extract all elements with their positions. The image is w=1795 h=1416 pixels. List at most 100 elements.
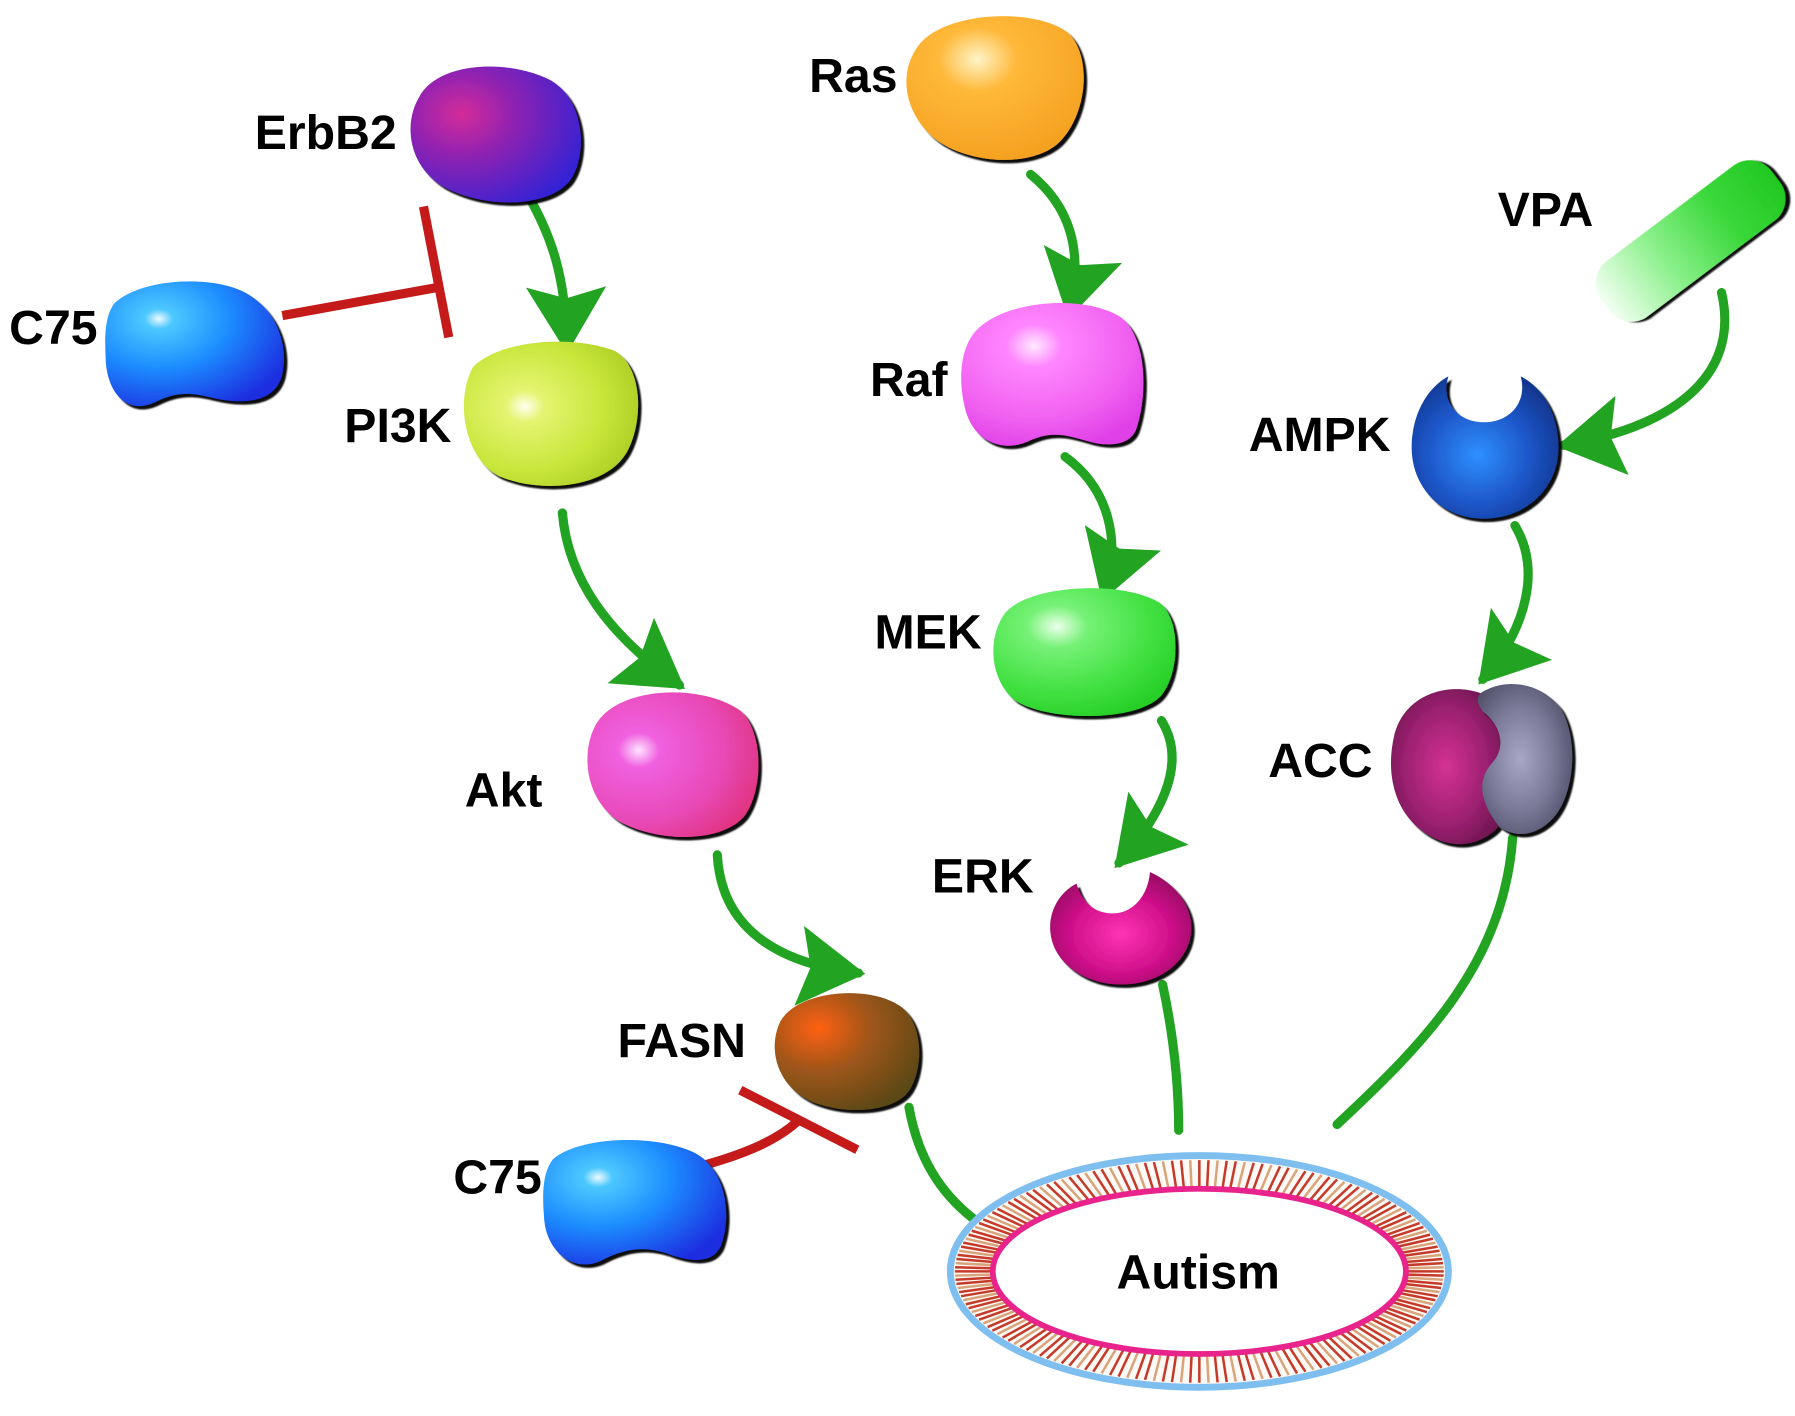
- autism-membrane-hatch-line: [955, 1265, 991, 1270]
- autism-membrane-hatch-line: [1281, 1168, 1299, 1195]
- autism-membrane-hatch-line: [1117, 1165, 1132, 1192]
- c75-top-label: C75: [9, 301, 97, 355]
- autism-inner-membrane: [989, 1185, 1409, 1357]
- autism-membrane-hatch-line: [1152, 1354, 1162, 1382]
- ras-label: Ras: [809, 49, 897, 103]
- autism-membrane-hatch-line: [1229, 1161, 1238, 1188]
- autism-membrane-hatch-line: [1322, 1180, 1346, 1204]
- arrow-ras-to-raf: [1026, 169, 1123, 319]
- autism-membrane-hatch-line: [1252, 1163, 1264, 1190]
- arrow-vpa-to-ampk: [1556, 288, 1730, 476]
- autism-membrane-hatch-line: [1188, 1356, 1193, 1383]
- autism-membrane-hatch-line: [1221, 1160, 1228, 1188]
- autism-membrane-hatch-line: [1387, 1307, 1421, 1321]
- autism-membrane-hatch-line: [1007, 1200, 1037, 1220]
- pi3k-protein-shape: [463, 341, 639, 486]
- arrow-akt-to-fasn: [712, 850, 866, 1006]
- autism-membrane-hatch-line: [1259, 1164, 1273, 1191]
- arrow-raf-to-mek: [1060, 452, 1162, 601]
- erk-label: ERK: [932, 850, 1034, 904]
- autism-membrane-hatch-line: [1267, 1165, 1282, 1192]
- autism-membrane-hatch-line: [1288, 1170, 1307, 1196]
- autism-membrane-hatch-line: [1402, 1289, 1438, 1298]
- autism-membrane-hatch-line: [1039, 1186, 1064, 1209]
- autism-membrane-hatch-line: [1334, 1186, 1360, 1209]
- autism-membrane-hatch-line: [978, 1221, 1012, 1236]
- autism-membrane-hatch-line: [1351, 1328, 1380, 1349]
- vpa-node: VPA: [1498, 160, 1786, 322]
- autism-membrane-hatch-line: [1316, 1178, 1338, 1203]
- vpa-label: VPA: [1498, 183, 1594, 237]
- autism-membrane-hatch-line: [991, 1315, 1024, 1332]
- fasn-protein-shape: [774, 993, 920, 1110]
- erk-protein-shape: [1050, 872, 1192, 985]
- ampk-protein-shape: [1411, 376, 1559, 519]
- inhibitor-c75-to-fasn: [704, 1086, 860, 1170]
- autism-membrane-hatch-line: [1002, 1204, 1032, 1223]
- erbb2-node: ErbB2: [255, 66, 581, 203]
- ampk-node: AMPK: [1249, 376, 1559, 519]
- erbb2-label: ErbB2: [255, 106, 397, 160]
- autism-membrane-hatch-line: [1393, 1229, 1428, 1242]
- link-acc-to-autism: [1332, 833, 1518, 1130]
- erbb2-protein-shape: [410, 66, 581, 203]
- autism-membrane-hatch-line: [968, 1298, 1003, 1310]
- autism-membrane-hatch-line: [1143, 1353, 1155, 1381]
- autism-membrane-hatch-line: [960, 1245, 996, 1254]
- autism-membrane-hatch-line: [1100, 1348, 1117, 1375]
- autism-membrane-hatch-line: [956, 1257, 992, 1264]
- autism-node: Autism: [946, 1152, 1452, 1391]
- autism-membrane-hatch-line: [1408, 1273, 1444, 1277]
- autism-membrane-hatch-line: [1316, 1340, 1338, 1365]
- autism-membrane-hatch-line: [1236, 1354, 1247, 1382]
- autism-membrane-hatch-line: [965, 1237, 1001, 1248]
- autism-membrane-hatch-line: [957, 1253, 993, 1261]
- autism-membrane-hatch-line: [1126, 1164, 1139, 1191]
- autism-membrane-hatch-line: [1340, 1332, 1367, 1354]
- autism-membrane-hatch-line: [1408, 1265, 1444, 1270]
- autism-membrane-hatch-line: [1126, 1352, 1139, 1379]
- autism-membrane-hatch-line: [1213, 1160, 1219, 1187]
- fasn-label: FASN: [617, 1014, 746, 1068]
- autism-membrane-hatch-line: [1402, 1245, 1438, 1254]
- autism-membrane-hatch-line: [955, 1273, 991, 1277]
- autism-membrane-hatch-line: [1400, 1292, 1436, 1302]
- c75-bottom-node: C75: [453, 1140, 727, 1265]
- autism-membrane-hatch-line: [1328, 1336, 1353, 1360]
- autism-membrane-hatch-line: [1405, 1253, 1442, 1261]
- autism-membrane-hatch-line: [955, 1261, 992, 1267]
- autism-membrane-hatch-line: [955, 1276, 992, 1281]
- autism-membrane-hatch-line: [1084, 1172, 1103, 1198]
- autism-membrane-hatch-line: [1375, 1315, 1407, 1332]
- autism-membrane-hatch-line: [1398, 1237, 1434, 1248]
- c75-top-protein-shape: [105, 281, 285, 407]
- autism-membrane-hatch-line: [1179, 1355, 1185, 1383]
- autism-membrane-hatch-line: [958, 1249, 995, 1257]
- autism-membrane-hatch-line: [1046, 1336, 1070, 1360]
- arrow-mek-to-erk: [1114, 716, 1189, 869]
- autism-membrane-hatch-line: [1108, 1167, 1125, 1193]
- autism-membrane-hatch-line: [1379, 1312, 1412, 1329]
- erk-node: ERK: [932, 850, 1192, 985]
- autism-membrane-hatch-line: [1205, 1356, 1210, 1383]
- autism-membrane-hatch-line: [1060, 1340, 1083, 1365]
- autism-membrane-hatch-line: [1161, 1161, 1170, 1188]
- inhibitor-line: [281, 282, 442, 321]
- c75-bottom-protein-shape: [543, 1140, 727, 1265]
- autism-membrane-hatch-line: [1259, 1352, 1273, 1379]
- autism-membrane-hatch-line: [1213, 1355, 1219, 1383]
- autism-membrane-hatch-line: [1143, 1162, 1155, 1190]
- autism-membrane-hatch-line: [1007, 1323, 1037, 1342]
- autism-membrane-hatch-line: [1362, 1323, 1392, 1342]
- autism-membrane-hatch-line: [1274, 1349, 1290, 1376]
- c75-bottom-label: C75: [453, 1150, 541, 1204]
- autism-membrane-hatch-line: [1002, 1320, 1032, 1339]
- autism-membrane-hatch-line: [1274, 1167, 1290, 1193]
- autism-membrane-hatch-line: [1134, 1163, 1147, 1190]
- autism-membrane-hatch-line: [1244, 1353, 1255, 1381]
- autism-membrane-hatch-line: [1288, 1347, 1307, 1373]
- autism-membrane-hatch-line: [1362, 1200, 1392, 1220]
- autism-membrane-hatch-line: [996, 1207, 1028, 1225]
- autism-membrane-hatch-line: [1076, 1344, 1096, 1369]
